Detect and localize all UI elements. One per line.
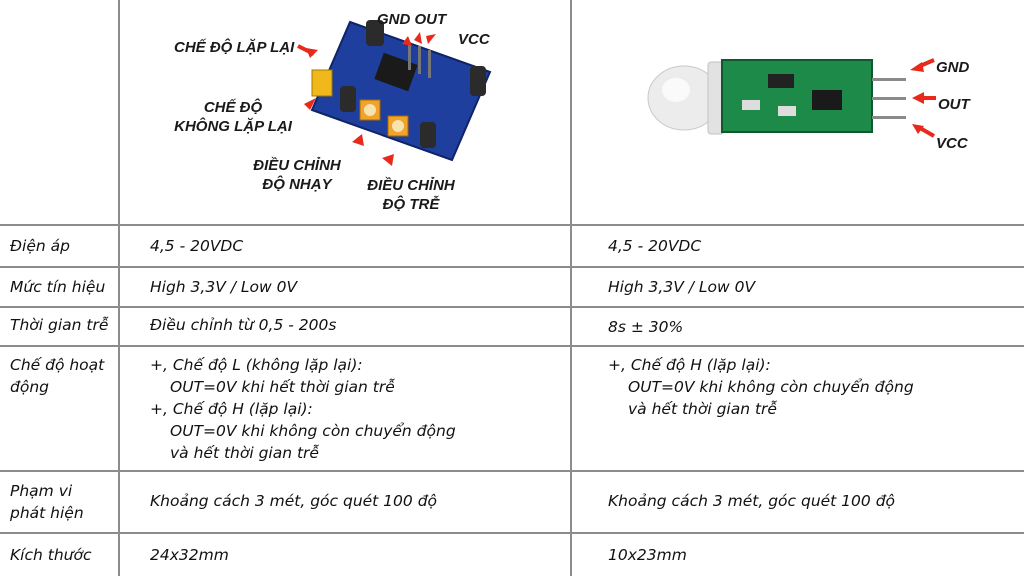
- sensor2-image: GND OUT VCC: [572, 0, 1024, 224]
- signal-value-sensor2: High 3,3V / Low 0V: [608, 278, 756, 296]
- voltage-value-sensor2: 4,5 - 20VDC: [608, 237, 702, 255]
- callout-mode-repeat: CHẾ ĐỘ LẶP LẠI: [174, 39, 295, 56]
- mode-s2-line: +, Chế độ H (lặp lại):: [608, 356, 771, 374]
- delay-value-sensor1: Điều chỉnh từ 0,5 - 200s: [150, 316, 337, 334]
- mode-s1-line: và hết thời gian trễ: [170, 444, 319, 462]
- row-divider: [0, 224, 1024, 226]
- size-value-sensor2: 10x23mm: [608, 546, 687, 564]
- callout-mode-no-repeat-line1: CHẾ ĐỘ: [203, 99, 263, 116]
- hc-sr501-board-illustration: [297, 20, 492, 166]
- row-label-delay: Thời gian trễ: [10, 316, 109, 334]
- mode-s1-line: OUT=0V khi hết thời gian trễ: [170, 378, 395, 396]
- callout-delay: ĐIỀU CHỈNH ĐỘ TRỄ: [356, 176, 466, 214]
- mode-s1-line: +, Chế độ L (không lặp lại):: [150, 356, 363, 374]
- mode-value-sensor1: +, Chế độ L (không lặp lại): OUT=0V khi …: [150, 354, 456, 464]
- row-label-size: Kích thước: [10, 546, 92, 564]
- callout-sensitivity-line2: ĐỘ NHẠY: [262, 176, 332, 193]
- row-divider: [0, 306, 1024, 308]
- row-label-range: Phạm vi phát hiện: [10, 482, 84, 522]
- row-label-signal: Mức tín hiệu: [10, 278, 106, 296]
- signal-value-sensor1: High 3,3V / Low 0V: [150, 278, 298, 296]
- row-divider: [0, 470, 1024, 472]
- row-label-mode: Chế độ hoạt động: [10, 356, 105, 396]
- callout-out: OUT: [938, 96, 970, 113]
- column-divider-2: [570, 0, 572, 576]
- mode-s2-line: và hết thời gian trễ: [628, 400, 777, 418]
- callout-mode-no-repeat: CHẾ ĐỘ KHÔNG LẶP LẠI: [174, 98, 292, 136]
- callout-sensitivity-line1: ĐIỀU CHỈNH: [253, 157, 341, 174]
- sensor1-image: CHẾ ĐỘ LẶP LẠI CHẾ ĐỘ KHÔNG LẶP LẠI ĐIỀU…: [120, 0, 570, 224]
- callout-vcc: VCC: [458, 31, 490, 48]
- callout-delay-line2: ĐỘ TRỄ: [382, 196, 440, 213]
- callout-sensitivity: ĐIỀU CHỈNH ĐỘ NHẠY: [242, 156, 352, 194]
- row-divider: [0, 345, 1024, 347]
- column-divider-1: [118, 0, 120, 576]
- range-value-sensor1: Khoảng cách 3 mét, góc quét 100 độ: [150, 492, 438, 510]
- row-divider: [0, 266, 1024, 268]
- row-label-voltage: Điện áp: [10, 237, 70, 255]
- mode-s1-line: +, Chế độ H (lặp lại):: [150, 400, 313, 418]
- callout-vcc: VCC: [936, 135, 968, 152]
- range-value-sensor2: Khoảng cách 3 mét, góc quét 100 độ: [608, 492, 896, 510]
- callout-mode-no-repeat-line2: KHÔNG LẶP LẠI: [174, 118, 292, 135]
- row-divider: [0, 532, 1024, 534]
- mini-pir-sensor-illustration: [647, 58, 936, 138]
- voltage-value-sensor1: 4,5 - 20VDC: [150, 237, 244, 255]
- size-value-sensor1: 24x32mm: [150, 546, 229, 564]
- callout-delay-line1: ĐIỀU CHỈNH: [367, 177, 455, 194]
- mode-value-sensor2: +, Chế độ H (lặp lại): OUT=0V khi không …: [608, 354, 914, 420]
- mode-s1-line: OUT=0V khi không còn chuyển động: [170, 422, 456, 440]
- delay-value-sensor2: 8s ± 30%: [608, 318, 684, 336]
- callout-gnd: GND: [936, 59, 970, 76]
- callout-gnd-out: GND OUT: [377, 11, 447, 28]
- mode-s2-line: OUT=0V khi không còn chuyển động: [628, 378, 914, 396]
